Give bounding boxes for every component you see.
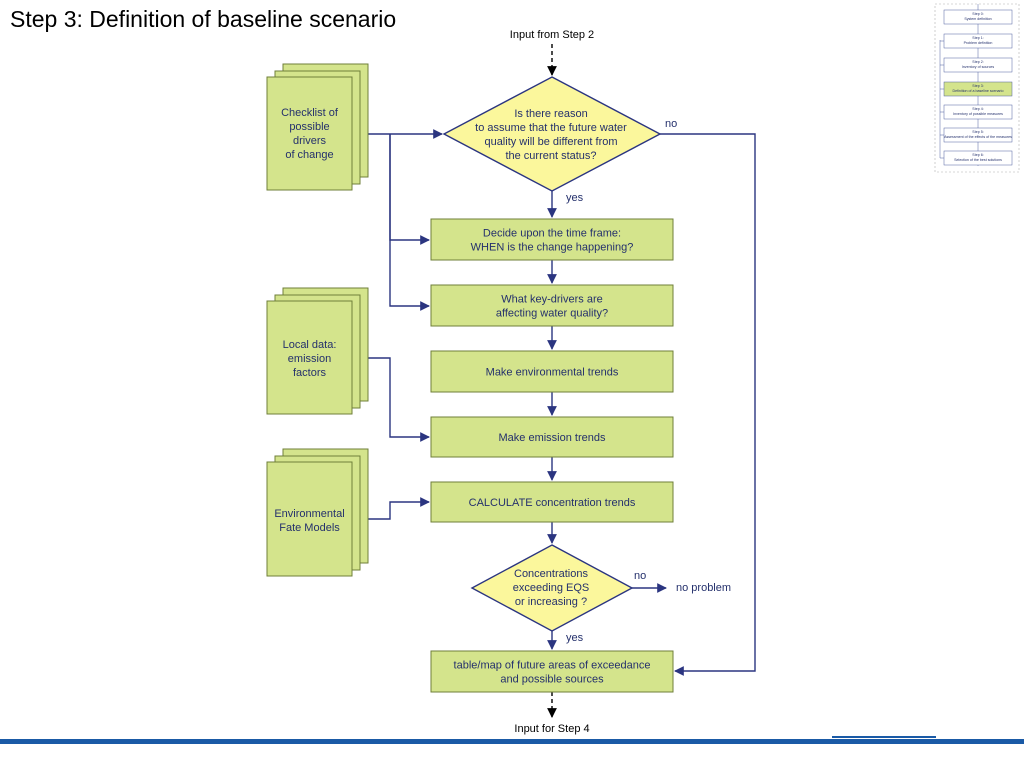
thumbnail-step: Step 6:Selection of the best solutions xyxy=(943,150,1013,166)
process-box: table/map of future areas of exceedance a… xyxy=(430,650,674,693)
process-box: What key-drivers are affecting water qual… xyxy=(430,284,674,327)
document-page xyxy=(266,76,353,191)
decision-2-line: Concentrations xyxy=(514,568,588,580)
thumbnail-feedback-line xyxy=(939,40,944,159)
process-box-text: and possible sources xyxy=(500,674,604,686)
thumbnail-step-text: Step 6: xyxy=(972,153,983,157)
thumbnail-step-text: Definition of a baseline scenario xyxy=(953,89,1004,93)
thumbnail-step: Step 1:Problem definition xyxy=(940,33,1013,49)
process-box-text: CALCULATE concentration trends xyxy=(469,497,636,509)
process-box: Decide upon the time frame: WHEN is the c… xyxy=(430,218,674,261)
thumbnail-step: Step 3:Definition of a baseline scenario xyxy=(940,81,1013,97)
connector-arrow xyxy=(389,134,430,245)
thumbnail-step-text: Selection of the best solutions xyxy=(954,158,1002,162)
connector-arrow xyxy=(352,357,430,442)
thumbnail-step-box xyxy=(943,9,1013,25)
thumbnail-step-text: Problem definition xyxy=(964,41,993,45)
document-text: Local data: xyxy=(283,339,337,351)
document-page xyxy=(266,300,353,415)
process-box-shape xyxy=(430,218,674,261)
thumbnail-step: Step 5:Assessment of the effects of the … xyxy=(940,127,1013,143)
process-box-text: Make environmental trends xyxy=(486,367,619,379)
process-box: Make emission trends xyxy=(430,416,674,458)
decision-2-line: or increasing ? xyxy=(515,596,587,608)
process-box-shape xyxy=(430,284,674,327)
decision-2-no-label: no xyxy=(634,570,646,582)
decision-2: Concentrations exceeding EQS or increasi… xyxy=(470,544,634,632)
thumbnail-step-text: Assessment of the effects of the measure… xyxy=(944,135,1012,139)
thumbnail-step-text: Step 2: xyxy=(972,60,983,64)
process-box-shape xyxy=(430,350,674,393)
process-box-text: Make emission trends xyxy=(499,432,606,444)
document-stack: Local data: emission factors xyxy=(266,287,369,415)
process-box-text: Decide upon the time frame: xyxy=(483,228,621,240)
input-from-label: Input from Step 2 xyxy=(510,29,594,41)
document-text: Checklist of xyxy=(281,107,339,119)
process-box-text: affecting water quality? xyxy=(496,308,608,320)
footer-accent-line xyxy=(832,736,936,738)
thumbnail-step-text: Step 0: xyxy=(972,12,983,16)
thumbnail-frame xyxy=(934,3,1020,173)
decision-1-diamond xyxy=(442,76,662,192)
thumbnail-step-text: Step 1: xyxy=(972,36,983,40)
thumbnail-step-text: Inventory of sources xyxy=(962,65,995,69)
connector-arrow xyxy=(352,497,430,520)
footer-bar xyxy=(0,739,1024,744)
document-text: factors xyxy=(293,367,327,379)
process-box: CALCULATE concentration trends xyxy=(430,481,674,523)
process-boxes: Decide upon the time frame: WHEN is the c… xyxy=(430,218,674,693)
process-box-shape xyxy=(430,416,674,458)
process-box: Make environmental trends xyxy=(430,350,674,393)
thumbnail-step-text: Step 4: xyxy=(972,107,983,111)
decision-1-line: quality will be different from xyxy=(484,136,617,148)
thumbnail-step: Step 2:Inventory of sources xyxy=(940,57,1013,73)
document-stack: Checklist of possible drivers of change xyxy=(266,63,369,191)
document-page xyxy=(266,461,353,577)
no-problem-label: no problem xyxy=(676,582,731,594)
thumbnail-step: Step 0:System definition xyxy=(943,9,1013,25)
document-text: drivers xyxy=(293,135,327,147)
decision-1-yes-label: yes xyxy=(566,192,584,204)
thumbnail-step-text: Inventory of possible measures xyxy=(953,112,1003,116)
process-box-shape xyxy=(430,650,674,693)
documents: Checklist of possible drivers of changeLoca… xyxy=(266,63,369,577)
decision-2-yes-label: yes xyxy=(566,632,584,644)
decision-2-line: exceeding EQS xyxy=(513,582,589,594)
process-box-text: What key-drivers are xyxy=(501,294,602,306)
document-text: Fate Models xyxy=(279,522,340,534)
decision-1-line: the current status? xyxy=(505,150,596,162)
document-text: emission xyxy=(288,353,331,365)
input-for-label: Input for Step 4 xyxy=(514,723,589,735)
decision-1-no-label: no xyxy=(665,118,677,130)
process-box-text: WHEN is the change happening? xyxy=(471,242,634,254)
thumbnail-step-text: Step 3: xyxy=(972,84,983,88)
process-box-text: table/map of future areas of exceedance xyxy=(454,660,651,672)
thumbnail-step: Step 4:Inventory of possible measures xyxy=(940,104,1013,120)
thumbnail-step-text: System definition xyxy=(964,17,991,21)
slide-title: Step 3: Definition of baseline scenario xyxy=(10,6,397,32)
decision-1-line: to assume that the future water xyxy=(475,122,627,134)
document-text: Environmental xyxy=(274,508,344,520)
decision-1: Is there reason to assume that the futur… xyxy=(442,76,662,192)
decision-2-diamond xyxy=(470,544,634,632)
document-text: possible xyxy=(289,121,329,133)
connector-arrow xyxy=(660,133,756,676)
decision-1-line: Is there reason xyxy=(514,108,587,120)
connector-arrow xyxy=(389,134,430,311)
document-text: of change xyxy=(285,149,333,161)
thumbnail-step-text: Step 5: xyxy=(972,130,983,134)
process-box-shape xyxy=(430,481,674,523)
